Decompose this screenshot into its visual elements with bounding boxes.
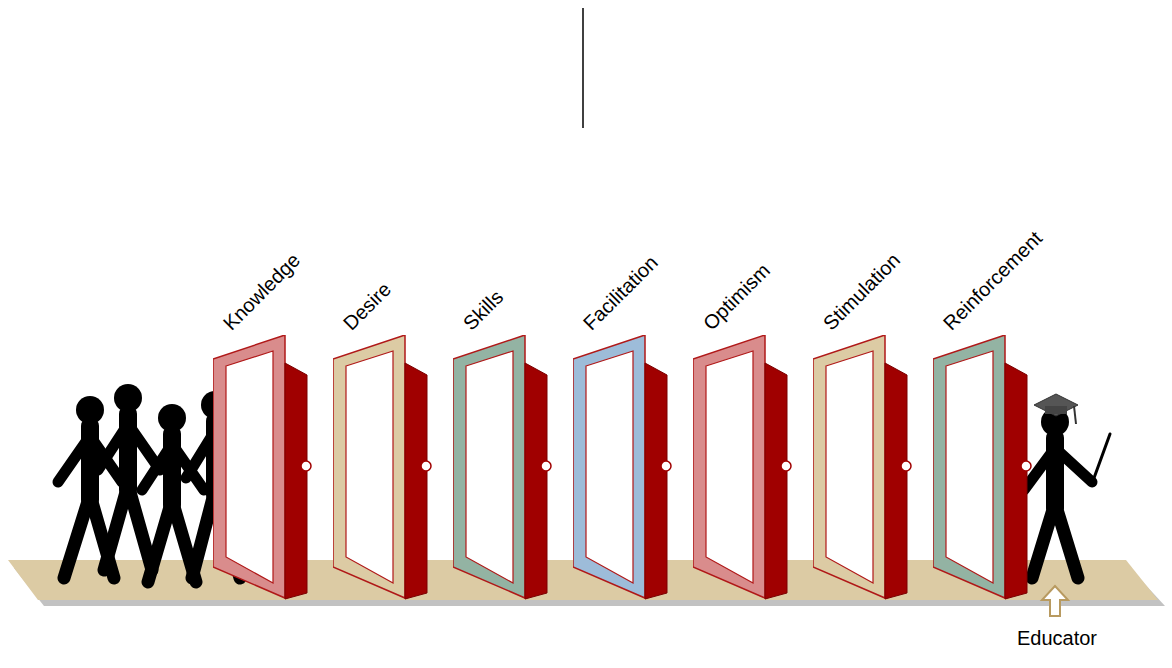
door-opening — [346, 351, 393, 583]
door-opening — [466, 351, 513, 583]
door-panel — [645, 363, 667, 599]
door-frame — [573, 335, 645, 598]
door-opening — [946, 351, 993, 583]
door-label: Stimulation — [818, 248, 905, 335]
role-label: Educator — [1017, 626, 1097, 650]
door: Skills — [453, 200, 563, 600]
door-illustration — [333, 335, 433, 601]
cap-base — [1045, 406, 1067, 414]
up-arrow — [1042, 586, 1068, 616]
door: Facilitation — [573, 200, 683, 600]
door-frame — [933, 335, 1005, 598]
door: Knowledge — [213, 200, 323, 600]
door-knob — [421, 461, 431, 471]
door-knob — [541, 461, 551, 471]
door-label: Skills — [458, 285, 508, 335]
door-panel — [405, 363, 427, 599]
door-knob — [661, 461, 671, 471]
tassel — [1074, 406, 1076, 424]
door: Reinforcement — [933, 200, 1043, 600]
door-label: Knowledge — [218, 248, 305, 335]
door-frame — [693, 335, 765, 598]
door: Desire — [333, 200, 443, 600]
door-opening — [226, 351, 273, 583]
door-illustration — [213, 335, 313, 601]
door-illustration — [933, 335, 1033, 601]
door-opening — [586, 351, 633, 583]
door-frame — [453, 335, 525, 598]
door-illustration — [693, 335, 793, 601]
divider-line — [582, 8, 584, 128]
door-label: Reinforcement — [938, 226, 1047, 335]
door-panel — [885, 363, 907, 599]
door-illustration — [573, 335, 673, 601]
door-label: Optimism — [698, 258, 775, 335]
door-label: Facilitation — [578, 250, 663, 335]
door-knob — [781, 461, 791, 471]
door-knob — [301, 461, 311, 471]
door-frame — [813, 335, 885, 598]
door-knob — [901, 461, 911, 471]
door-illustration — [813, 335, 913, 601]
door-frame — [213, 335, 285, 598]
door-panel — [285, 363, 307, 599]
door-label: Desire — [338, 277, 396, 335]
door-illustration — [453, 335, 553, 601]
educator-figure — [1024, 394, 1110, 578]
mortarboard — [1034, 394, 1078, 416]
door-frame — [333, 335, 405, 598]
door-panel — [765, 363, 787, 599]
door-opening — [706, 351, 753, 583]
door: Optimism — [693, 200, 803, 600]
door: Stimulation — [813, 200, 923, 600]
door-opening — [826, 351, 873, 583]
door-panel — [525, 363, 547, 599]
door-panel — [1005, 363, 1027, 599]
door-knob — [1021, 461, 1031, 471]
